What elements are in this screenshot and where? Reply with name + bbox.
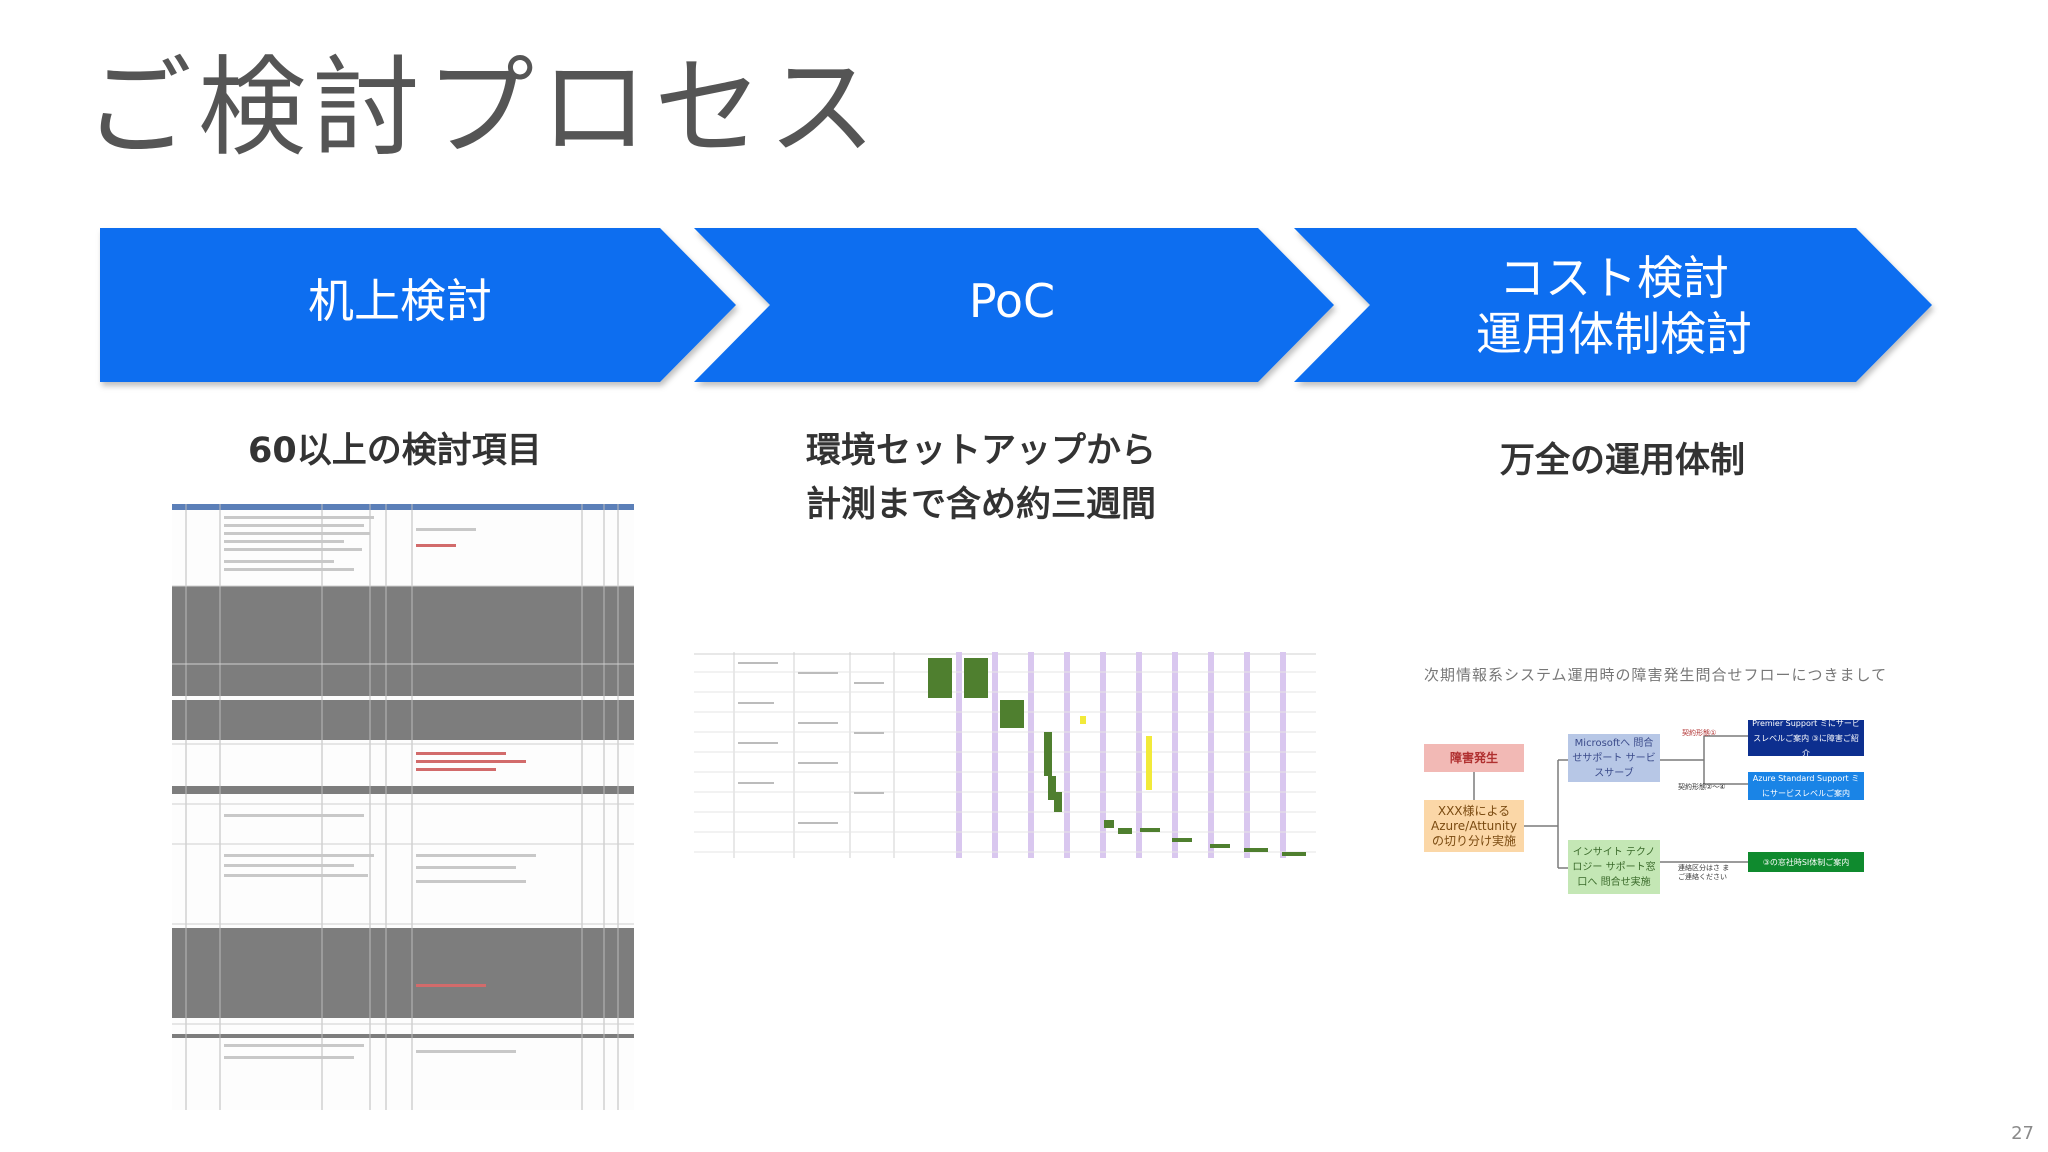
step-2-label: PoC — [712, 273, 1312, 329]
step-3-label-line-2: 運用体制検討 — [1476, 307, 1752, 361]
caption-poc-line-2: 計測まで含め約三週間 — [806, 485, 1157, 525]
flow-incident-box: 障害発生 — [1424, 744, 1524, 772]
checklist-spreadsheet-thumbnail — [172, 504, 634, 1110]
step-2-label-line: PoC — [968, 274, 1056, 328]
flow-premier-box: Premier Support ミにサービスレベルご案内 ③に障害ご紹介 — [1748, 719, 1864, 758]
step-1-label: 机上検討 — [100, 273, 700, 329]
poc-schedule-gantt-thumbnail — [694, 652, 1316, 858]
flow-label-a: 契約形態① — [1682, 729, 1717, 737]
caption-operations: 万全の運用体制 — [1500, 434, 1745, 488]
caption-poc-line-1: 環境セットアップから — [806, 431, 1157, 471]
flow-insight-box: インサイト テクノロジー サポート窓口へ 問合せ実施 — [1568, 840, 1660, 894]
flow-title: 次期情報系システム運用時の障害発生問合せフローにつきまして — [1424, 666, 1888, 684]
caption-desk-review: 60以上の検討項目 — [248, 424, 542, 478]
step-3-label-line-1: コスト検討 — [1499, 251, 1729, 305]
flow-triage-box: XXX様による Azure/Attunity の切り分け実施 — [1424, 800, 1524, 852]
caption-desk-review-line: 60以上の検討項目 — [248, 431, 542, 471]
flow-microsoft-box: Microsoftへ 問合せサポート サービスサーブ — [1568, 734, 1660, 782]
slide-title: ご検討プロセス — [84, 46, 883, 171]
flow-label-b: 契約形態②～④ — [1678, 783, 1726, 791]
caption-operations-line: 万全の運用体制 — [1500, 441, 1746, 481]
page-number: 27 — [2011, 1123, 2034, 1144]
step-1-label-line: 机上検討 — [308, 274, 492, 328]
step-3-label: コスト検討 運用体制検討 — [1314, 250, 1914, 362]
flow-label-c: 連絡区分はさ まご連絡ください — [1678, 864, 1730, 881]
caption-poc: 環境セットアップから 計測まで含め約三週間 — [806, 424, 1156, 532]
flow-third-box: ③の窓社時SI体制ご案内 — [1748, 852, 1864, 872]
flow-standard-box: Azure Standard Support ミにサービスレベルご案内 — [1748, 772, 1864, 800]
